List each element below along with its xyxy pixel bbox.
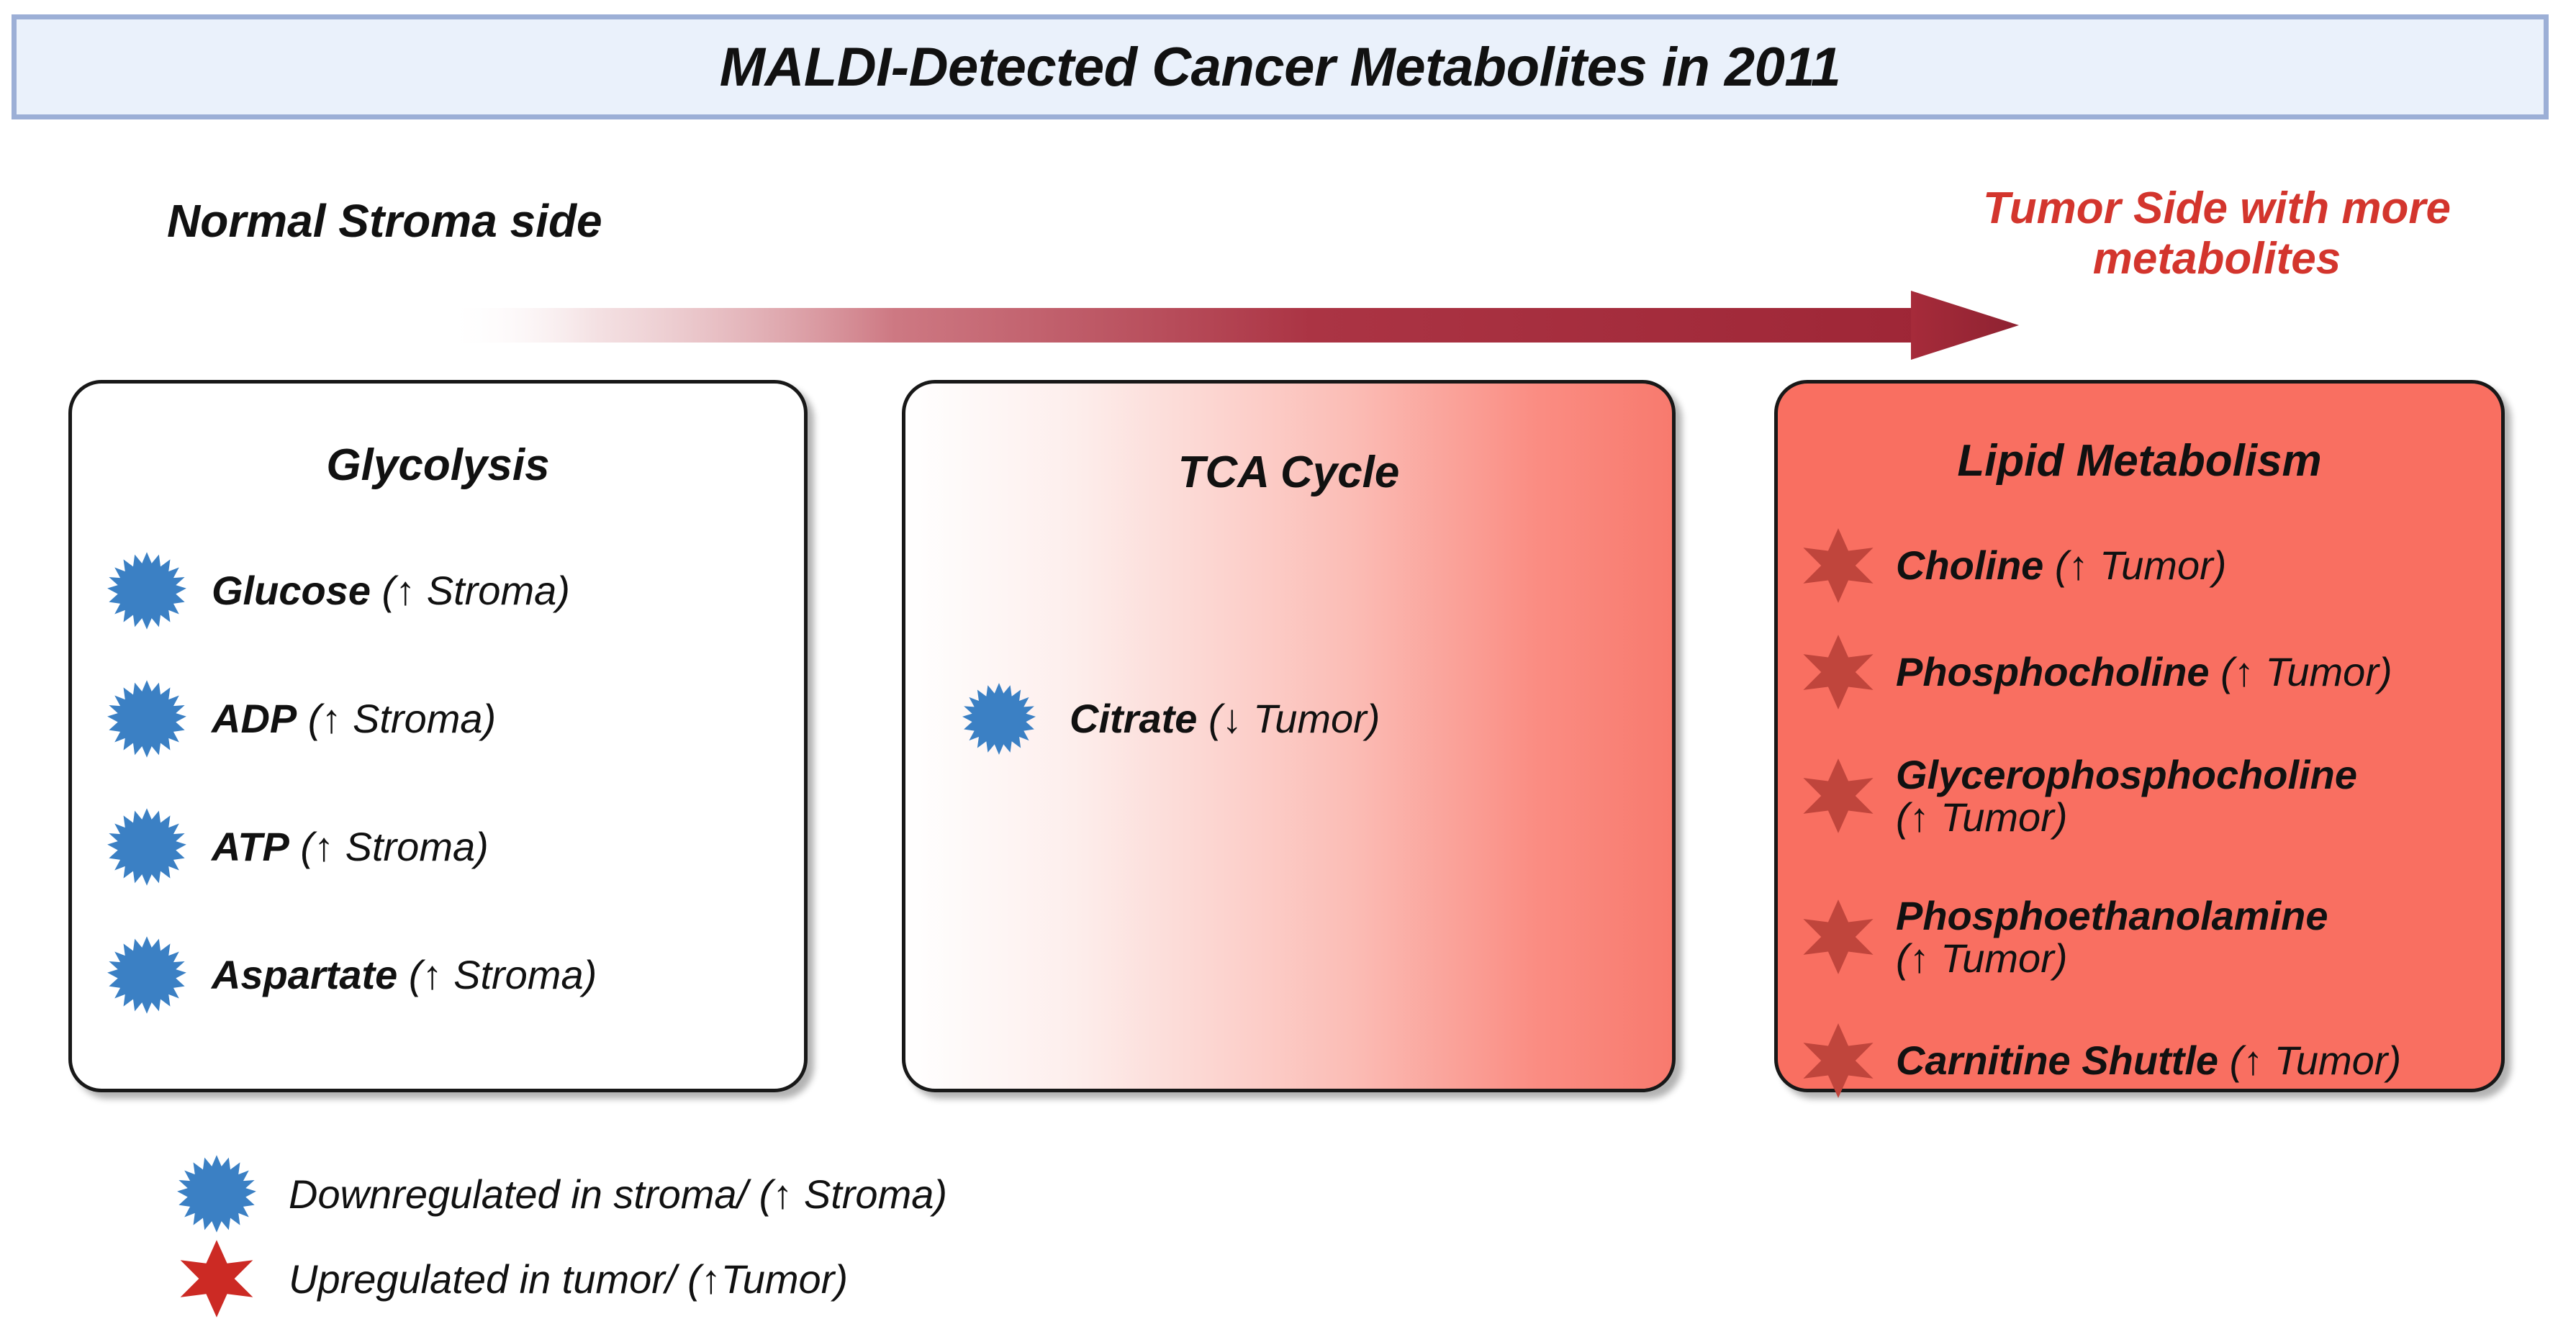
list-item[interactable]: Choline (↑ Tumor): [1799, 512, 2501, 619]
blue-starburst-icon: [107, 680, 186, 758]
legend: Downregulated in stroma/ (↑ Stroma) Upre…: [176, 1151, 1400, 1321]
metabolite-name: Glucose: [212, 568, 371, 614]
tumor-side-label-line2: metabolites: [2092, 234, 2341, 284]
tumor-side-label-line1: Tumor Side with more: [1983, 183, 2451, 233]
tca-metabolite-list: Citrate (↓ Tumor): [905, 665, 1672, 773]
red-six-point-star-icon: [1803, 528, 1874, 603]
panel-tca-cycle[interactable]: TCA Cycle Citrate (↓ Tumor): [902, 380, 1676, 1092]
metabolite-name: ATP: [212, 824, 289, 870]
metabolite-name: Carnitine Shuttle: [1896, 1038, 2219, 1084]
metabolite-direction: (↑ Tumor): [1896, 935, 2068, 981]
legend-row-upregulated: Upregulated in tumor/ (↑Tumor): [176, 1236, 1400, 1321]
panel-lipid-metabolism[interactable]: Lipid Metabolism Choline (↑ Tumor) Phosp…: [1774, 380, 2505, 1098]
list-item-label: Glycerophosphocholine(↑ Tumor): [1896, 753, 2357, 839]
panel-glycolysis-title: Glycolysis: [326, 440, 550, 490]
panel-tca-title: TCA Cycle: [1178, 448, 1400, 497]
legend-label-upregulated: Upregulated in tumor/ (↑Tumor): [289, 1256, 848, 1302]
list-item[interactable]: ATP (↑ Stroma): [107, 783, 804, 911]
list-item-label: Carnitine Shuttle (↑ Tumor): [1896, 1039, 2401, 1082]
list-item-label: Choline (↑ Tumor): [1896, 544, 2226, 586]
metabolite-direction: (↑ Tumor): [2229, 1038, 2402, 1084]
panel-lipid-title: Lipid Metabolism: [1957, 436, 2322, 486]
list-item[interactable]: Glycerophosphocholine(↑ Tumor): [1799, 725, 2501, 866]
glycolysis-metabolite-list: Glucose (↑ Stroma) ADP (↑ Stroma) ATP (↑…: [72, 527, 804, 1039]
normal-stroma-side-label: Normal Stroma side: [167, 195, 602, 247]
red-six-point-star-icon: [1803, 1023, 1874, 1098]
metabolite-direction: (↑ Stroma): [408, 952, 597, 998]
metabolite-direction: (↑ Stroma): [381, 568, 570, 614]
right-arrow-gradient-icon: [446, 291, 2019, 360]
list-item[interactable]: Carnitine Shuttle (↑ Tumor): [1799, 1007, 2501, 1114]
metabolite-name: Aspartate: [212, 952, 398, 998]
list-item[interactable]: Glucose (↑ Stroma): [107, 527, 804, 655]
metabolite-name: Phosphoethanolamine: [1896, 892, 2328, 938]
blue-starburst-icon: [107, 808, 186, 886]
legend-label-downregulated: Downregulated in stroma/ (↑ Stroma): [289, 1171, 948, 1217]
blue-starburst-icon: [107, 936, 186, 1014]
list-item-label: ATP (↑ Stroma): [212, 825, 489, 868]
metabolite-direction: (↑ Stroma): [300, 824, 489, 870]
metabolite-direction: (↑ Tumor): [2054, 543, 2227, 589]
list-item-label: Phosphoethanolamine(↑ Tumor): [1896, 894, 2328, 980]
metabolite-direction: (↑ Tumor): [2220, 649, 2392, 695]
list-item-label: Aspartate (↑ Stroma): [212, 953, 597, 996]
list-item[interactable]: Phosphocholine (↑ Tumor): [1799, 619, 2501, 725]
metabolite-name: Choline: [1896, 543, 2044, 589]
metabolite-name: ADP: [212, 696, 297, 742]
red-six-point-star-icon: [1803, 635, 1874, 709]
list-item[interactable]: Aspartate (↑ Stroma): [107, 911, 804, 1039]
blue-starburst-icon: [962, 683, 1036, 755]
metabolite-name: Glycerophosphocholine: [1896, 751, 2357, 797]
panel-glycolysis[interactable]: Glycolysis Glucose (↑ Stroma) ADP (↑ Str…: [68, 380, 808, 1092]
title-banner: MALDI-Detected Cancer Metabolites in 201…: [12, 14, 2549, 119]
legend-row-downregulated: Downregulated in stroma/ (↑ Stroma): [176, 1151, 1400, 1236]
list-item-label: ADP (↑ Stroma): [212, 697, 496, 740]
tumor-side-label: Tumor Side with more metabolites: [1922, 183, 2512, 284]
list-item[interactable]: Phosphoethanolamine(↑ Tumor): [1799, 866, 2501, 1007]
red-six-point-star-icon: [1803, 758, 1874, 833]
list-item-label: Glucose (↑ Stroma): [212, 569, 570, 612]
list-item-label: Phosphocholine (↑ Tumor): [1896, 650, 2392, 693]
blue-starburst-icon: [177, 1155, 256, 1233]
pathway-panels: Glycolysis Glucose (↑ Stroma) ADP (↑ Str…: [0, 380, 2576, 1098]
red-six-point-star-icon: [180, 1240, 253, 1318]
gradient-progression-arrow: [446, 286, 2102, 380]
metabolite-direction: (↓ Tumor): [1208, 696, 1380, 742]
list-item[interactable]: ADP (↑ Stroma): [107, 655, 804, 783]
metabolite-name: Citrate: [1070, 696, 1198, 742]
list-item-label: Citrate (↓ Tumor): [1070, 697, 1380, 740]
list-item[interactable]: Citrate (↓ Tumor): [962, 665, 1672, 773]
red-six-point-star-icon: [1803, 899, 1874, 974]
blue-starburst-icon: [107, 552, 186, 630]
metabolite-name: Phosphocholine: [1896, 649, 2210, 695]
lipid-metabolite-list: Choline (↑ Tumor) Phosphocholine (↑ Tumo…: [1778, 512, 2501, 1114]
metabolite-direction: (↑ Tumor): [1896, 794, 2068, 840]
page-title: MALDI-Detected Cancer Metabolites in 201…: [719, 36, 1841, 98]
metabolite-direction: (↑ Stroma): [307, 696, 497, 742]
